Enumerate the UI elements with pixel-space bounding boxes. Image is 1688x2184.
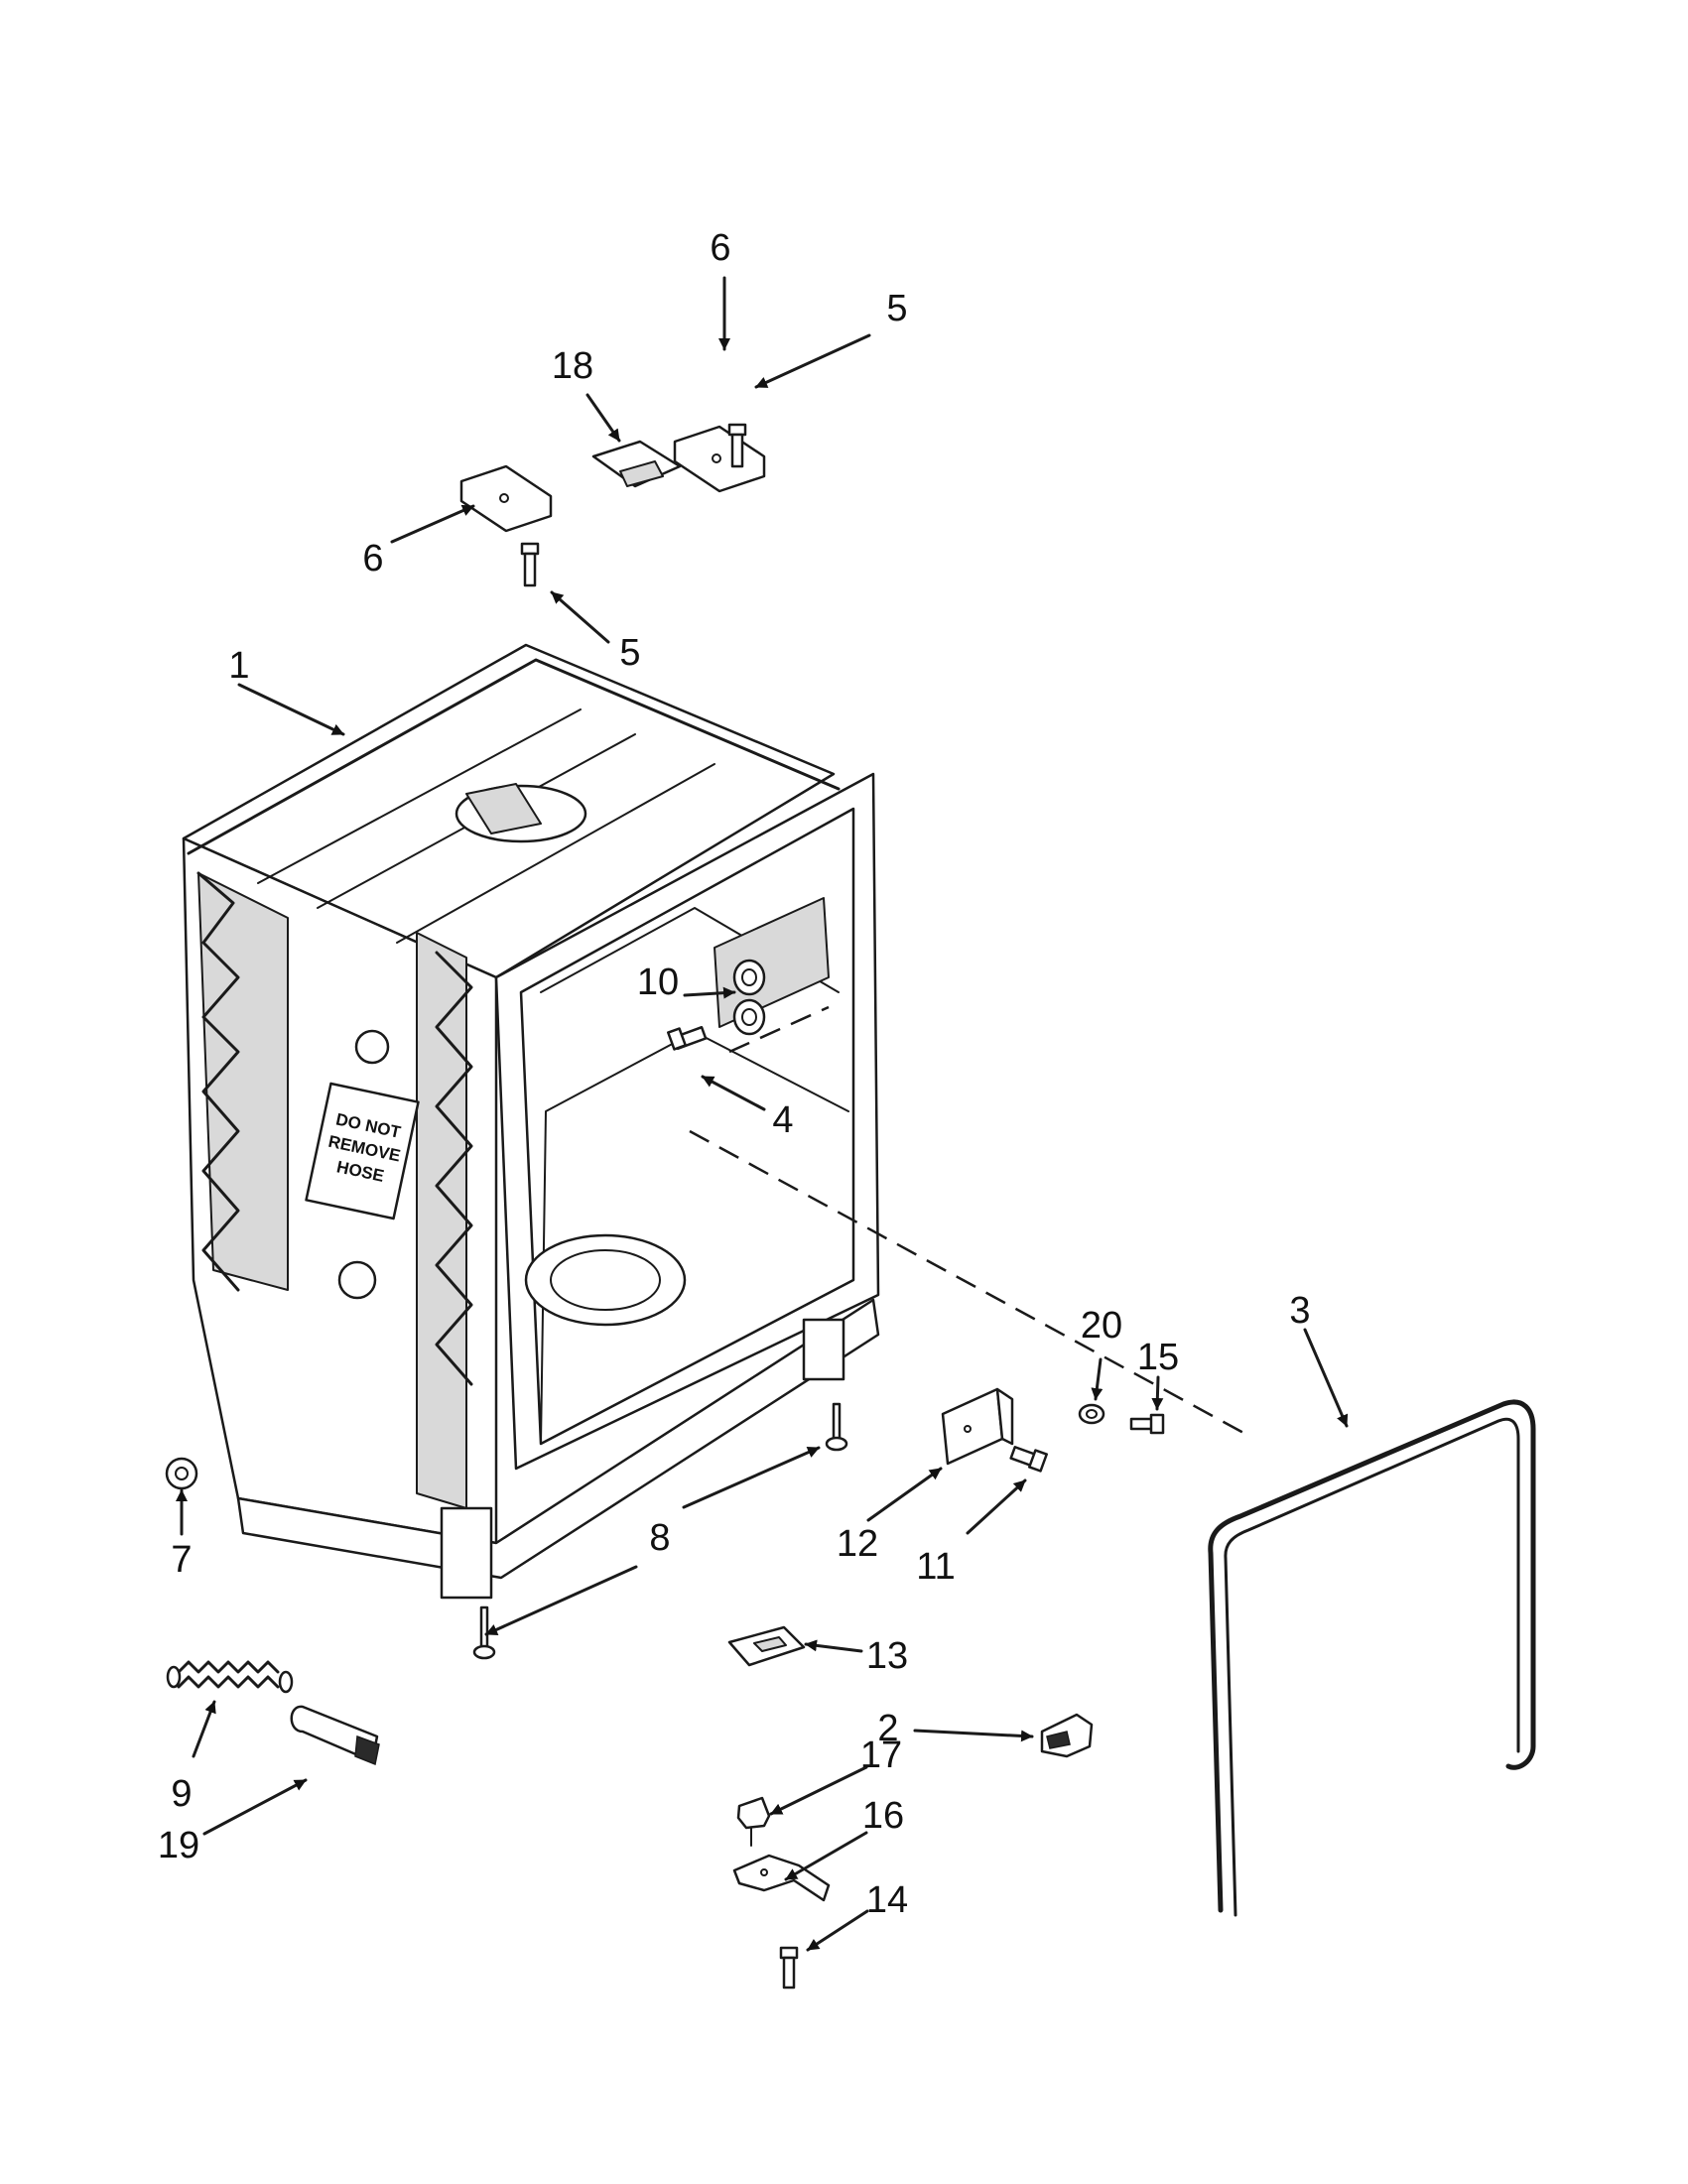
callout-8: 8: [649, 1517, 670, 1559]
clip: [591, 440, 682, 488]
screw: [727, 423, 747, 468]
callout-17: 17: [860, 1734, 902, 1776]
warning-label: DO NOT REMOVE HOSE: [305, 1082, 420, 1220]
callout-1: 1: [228, 645, 249, 687]
leveling-leg: [825, 1402, 848, 1452]
callout-5-lower: 5: [619, 632, 640, 674]
callouts: 1 2 3 4 5 5 6 6 7 8 9 10 11 12 13 14 15 …: [158, 227, 1311, 1921]
bracket: [732, 1854, 831, 1902]
screw: [667, 1025, 708, 1051]
callout-7: 7: [171, 1539, 192, 1581]
pad: [727, 1625, 806, 1667]
alignment-line: [728, 1005, 830, 1054]
callout-3: 3: [1289, 1290, 1310, 1332]
callout-20: 20: [1081, 1305, 1122, 1347]
callout-6-lower: 6: [362, 538, 383, 579]
callout-2: 2: [877, 1708, 898, 1749]
callout-5-upper: 5: [886, 288, 907, 329]
spring: [166, 1660, 294, 1694]
dishwasher-tub: DO NOT REMOVE HOSE: [182, 643, 880, 1600]
screw: [1129, 1413, 1165, 1435]
callout-12: 12: [837, 1523, 878, 1565]
callout-4: 4: [772, 1099, 793, 1141]
callout-18: 18: [552, 345, 593, 387]
door-gasket: [1208, 1399, 1536, 1917]
screw: [1009, 1446, 1048, 1473]
callout-6-upper: 6: [710, 227, 730, 269]
callout-15: 15: [1137, 1337, 1179, 1378]
mounting-bracket: [459, 464, 553, 533]
screw: [779, 1946, 799, 1990]
clamp: [1040, 1713, 1094, 1758]
bracket: [941, 1387, 1014, 1466]
callout-9: 9: [171, 1773, 192, 1815]
alignment-line: [689, 1129, 1246, 1436]
callout-10: 10: [637, 962, 679, 1003]
callout-16: 16: [862, 1795, 904, 1837]
washer: [1078, 1403, 1105, 1425]
mounting-bracket: [673, 425, 766, 493]
leader-lines: [176, 276, 1349, 1952]
grommet: [732, 959, 766, 1036]
nut: [736, 1796, 771, 1847]
callout-14: 14: [866, 1879, 908, 1921]
callout-19: 19: [158, 1825, 199, 1866]
washer: [165, 1457, 198, 1490]
callout-13: 13: [866, 1635, 908, 1677]
callout-11: 11: [916, 1546, 955, 1588]
screw: [520, 542, 540, 587]
cap: [290, 1705, 380, 1766]
